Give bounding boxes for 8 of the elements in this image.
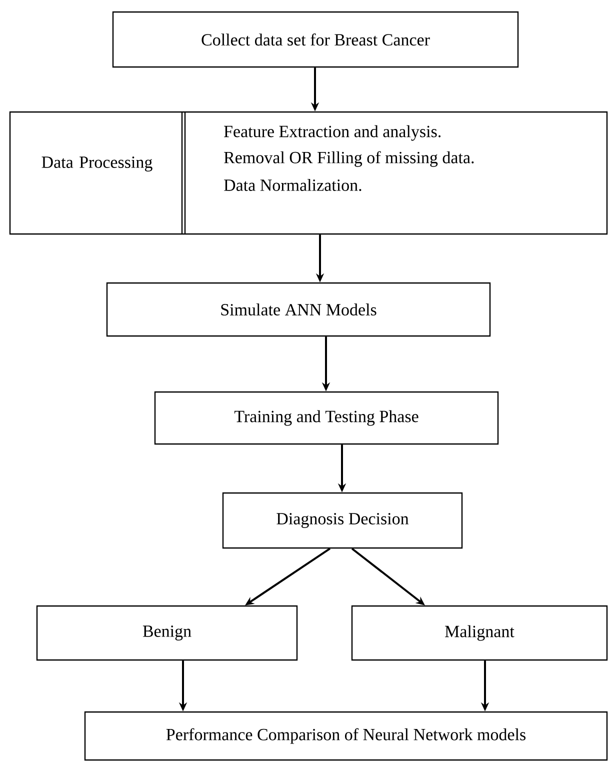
process-box: Training and Testing Phase [154,391,499,445]
process-box: Simulate ANN Models [106,282,491,337]
process-box: Diagnosis Decision [222,492,463,549]
process-box: Collect data set for Breast Cancer [112,11,519,68]
process-box: Malignant [351,605,608,661]
process-box: Performance Comparison of Neural Network models [84,711,608,761]
process-box: Data Processing Feature Extraction and analysis. Removal OR Filling of missing data. Data Normalization. [9,111,608,235]
process-box: Benign [36,605,298,661]
